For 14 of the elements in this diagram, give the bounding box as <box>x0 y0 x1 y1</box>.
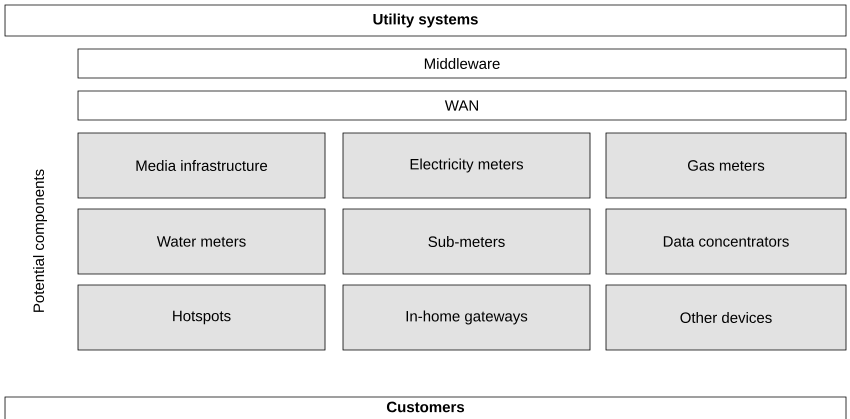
axis-label: Potential components <box>33 169 47 312</box>
component-box: Media infrastructure <box>78 132 326 198</box>
component-box: Hotspots <box>78 284 326 350</box>
component-box: Gas meters <box>606 132 846 198</box>
layer-box: Middleware <box>78 48 846 78</box>
component-box: Water meters <box>78 208 326 274</box>
component-box: Other devices <box>606 284 846 350</box>
layer-box: WAN <box>78 90 846 120</box>
component-box: Electricity meters <box>342 132 590 198</box>
band-box: Utility systems <box>4 4 846 36</box>
component-box: Data concentrators <box>606 208 846 274</box>
component-box: Sub-meters <box>342 208 590 274</box>
band-box: Customers <box>4 396 846 419</box>
component-box: In-home gateways <box>342 284 590 350</box>
